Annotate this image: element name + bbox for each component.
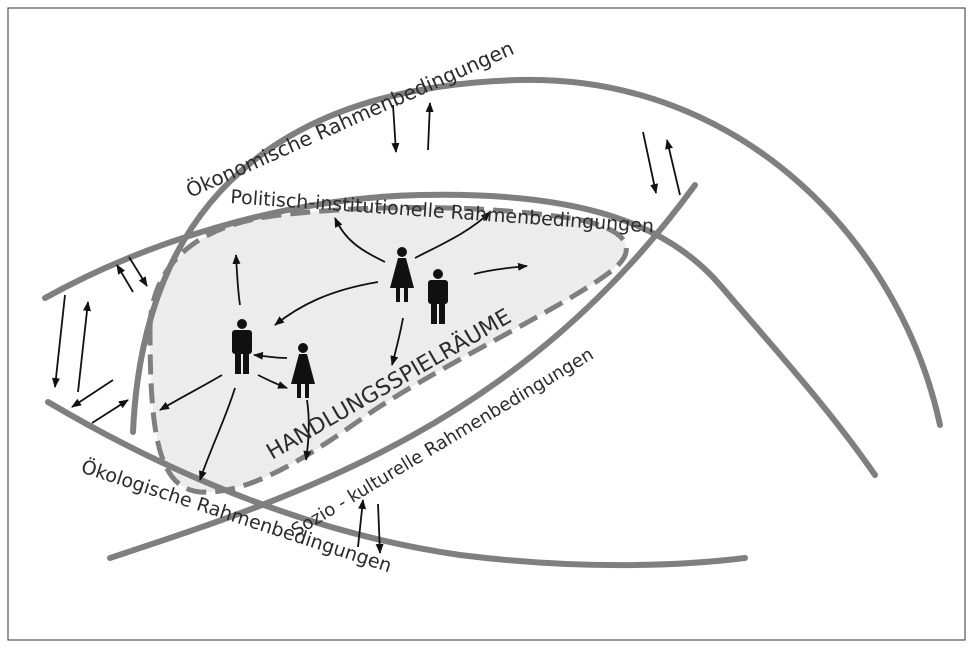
arrow-up-sozio [357, 499, 367, 548]
arrow-left-down [51, 294, 66, 388]
arrow-woman-upright [414, 211, 491, 259]
arrow-woman2-to-man [253, 351, 288, 360]
arrow-woman-upleft [334, 217, 386, 263]
arrow-man-left [159, 374, 223, 411]
arrow-lower-left-a [71, 379, 114, 408]
soziokulturelle-band [107, 182, 698, 561]
arrow-upper-left-a [116, 264, 134, 293]
oekologische-band [45, 399, 748, 569]
arrow-woman2-down [303, 399, 312, 461]
arrow-man-up [232, 254, 241, 306]
exchange-arrows [51, 102, 681, 554]
arrow-up-right [665, 139, 681, 196]
arrow-woman-down [390, 317, 404, 366]
arrow-up-oekonomisch [425, 102, 434, 151]
arrow-man-to-woman2 [257, 374, 288, 389]
arrow-down-right [642, 131, 659, 194]
arrow-lower-left-b [91, 399, 129, 424]
arrow-man-down [199, 387, 236, 481]
handlungsspielraum-border [147, 204, 629, 495]
actor-arrows [159, 211, 528, 481]
arrow-down-sozio [375, 503, 384, 554]
oekonomische-band [130, 76, 943, 435]
arrow-man-right [473, 262, 528, 275]
arrow-upper-left-b [128, 256, 148, 287]
arrow-down-oekonomisch [391, 104, 400, 153]
handlungsspielraum-area [150, 207, 627, 493]
arrow-woman-to-man [274, 281, 379, 326]
politische-band [42, 191, 878, 478]
arrow-left-up [77, 301, 91, 393]
